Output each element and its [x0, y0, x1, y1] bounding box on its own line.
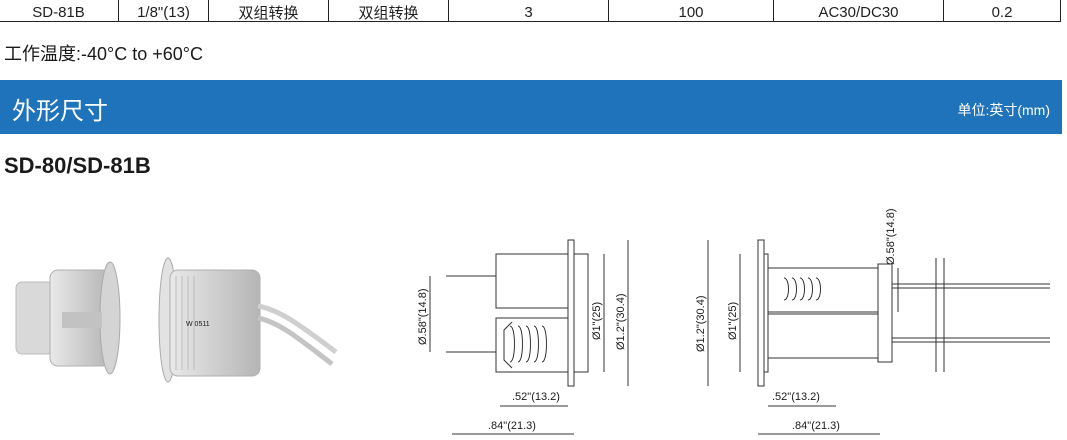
- dim-length-long: .84"(21.3): [488, 420, 536, 432]
- table-cell: 0.2: [943, 0, 1061, 22]
- dim-body-dia: Ø1"(25): [727, 302, 739, 340]
- sensor-marking: W 0511: [186, 321, 210, 328]
- model-title: SD-80/SD-81B: [4, 153, 151, 178]
- product-photos: W 0511: [15, 257, 338, 383]
- sensor-photo: W 0511: [158, 257, 338, 383]
- table-row: SD-81B 1/8"(13) 双组转换 双组转换 3 100 AC30/DC3…: [0, 0, 1061, 22]
- magnet-photo: [15, 261, 121, 375]
- spec-table: SD-81B 1/8"(13) 双组转换 双组转换 3 100 AC30/DC3…: [0, 0, 1061, 22]
- table-cell: 双组转换: [208, 0, 329, 22]
- coil-symbol: [509, 325, 547, 363]
- section-header: 外形尺寸 单位:英寸(mm): [0, 80, 1062, 134]
- dim-flange-dia: Ø1.2"(30.4): [615, 294, 627, 351]
- table-cell: 3: [448, 0, 609, 22]
- section-title: 外形尺寸: [12, 98, 108, 125]
- table-cell: 100: [608, 0, 774, 22]
- coil-symbol: [783, 277, 821, 301]
- dim-length-short: .52"(13.2): [772, 391, 820, 403]
- dim-flange-dia: Ø1.2"(30.4): [695, 296, 707, 353]
- dim-length-long: .84"(21.3): [792, 420, 840, 432]
- dim-body-dia: Ø1"(25): [591, 302, 603, 340]
- table-cell: 双组转换: [328, 0, 449, 22]
- dimension-drawing-right: Ø1.2"(30.4) Ø1"(25) Ø.58"(14.8) .52"(13.…: [695, 209, 1050, 435]
- dim-length-short: .52"(13.2): [512, 391, 560, 403]
- table-cell: 1/8"(13): [118, 0, 209, 22]
- table-cell: AC30/DC30: [773, 0, 944, 22]
- operating-temperature: 工作温度:-40°C to +60°C: [4, 44, 203, 64]
- dim-height-small: Ø.58"(14.8): [885, 209, 897, 266]
- dimension-drawing-left: Ø.58"(14.8) Ø1"(25) Ø1.2"(30.4) .52"(13.…: [417, 239, 629, 435]
- unit-label: 单位:英寸(mm): [957, 102, 1050, 118]
- table-cell: SD-81B: [0, 0, 119, 22]
- dim-height-small: Ø.58"(14.8): [417, 289, 429, 346]
